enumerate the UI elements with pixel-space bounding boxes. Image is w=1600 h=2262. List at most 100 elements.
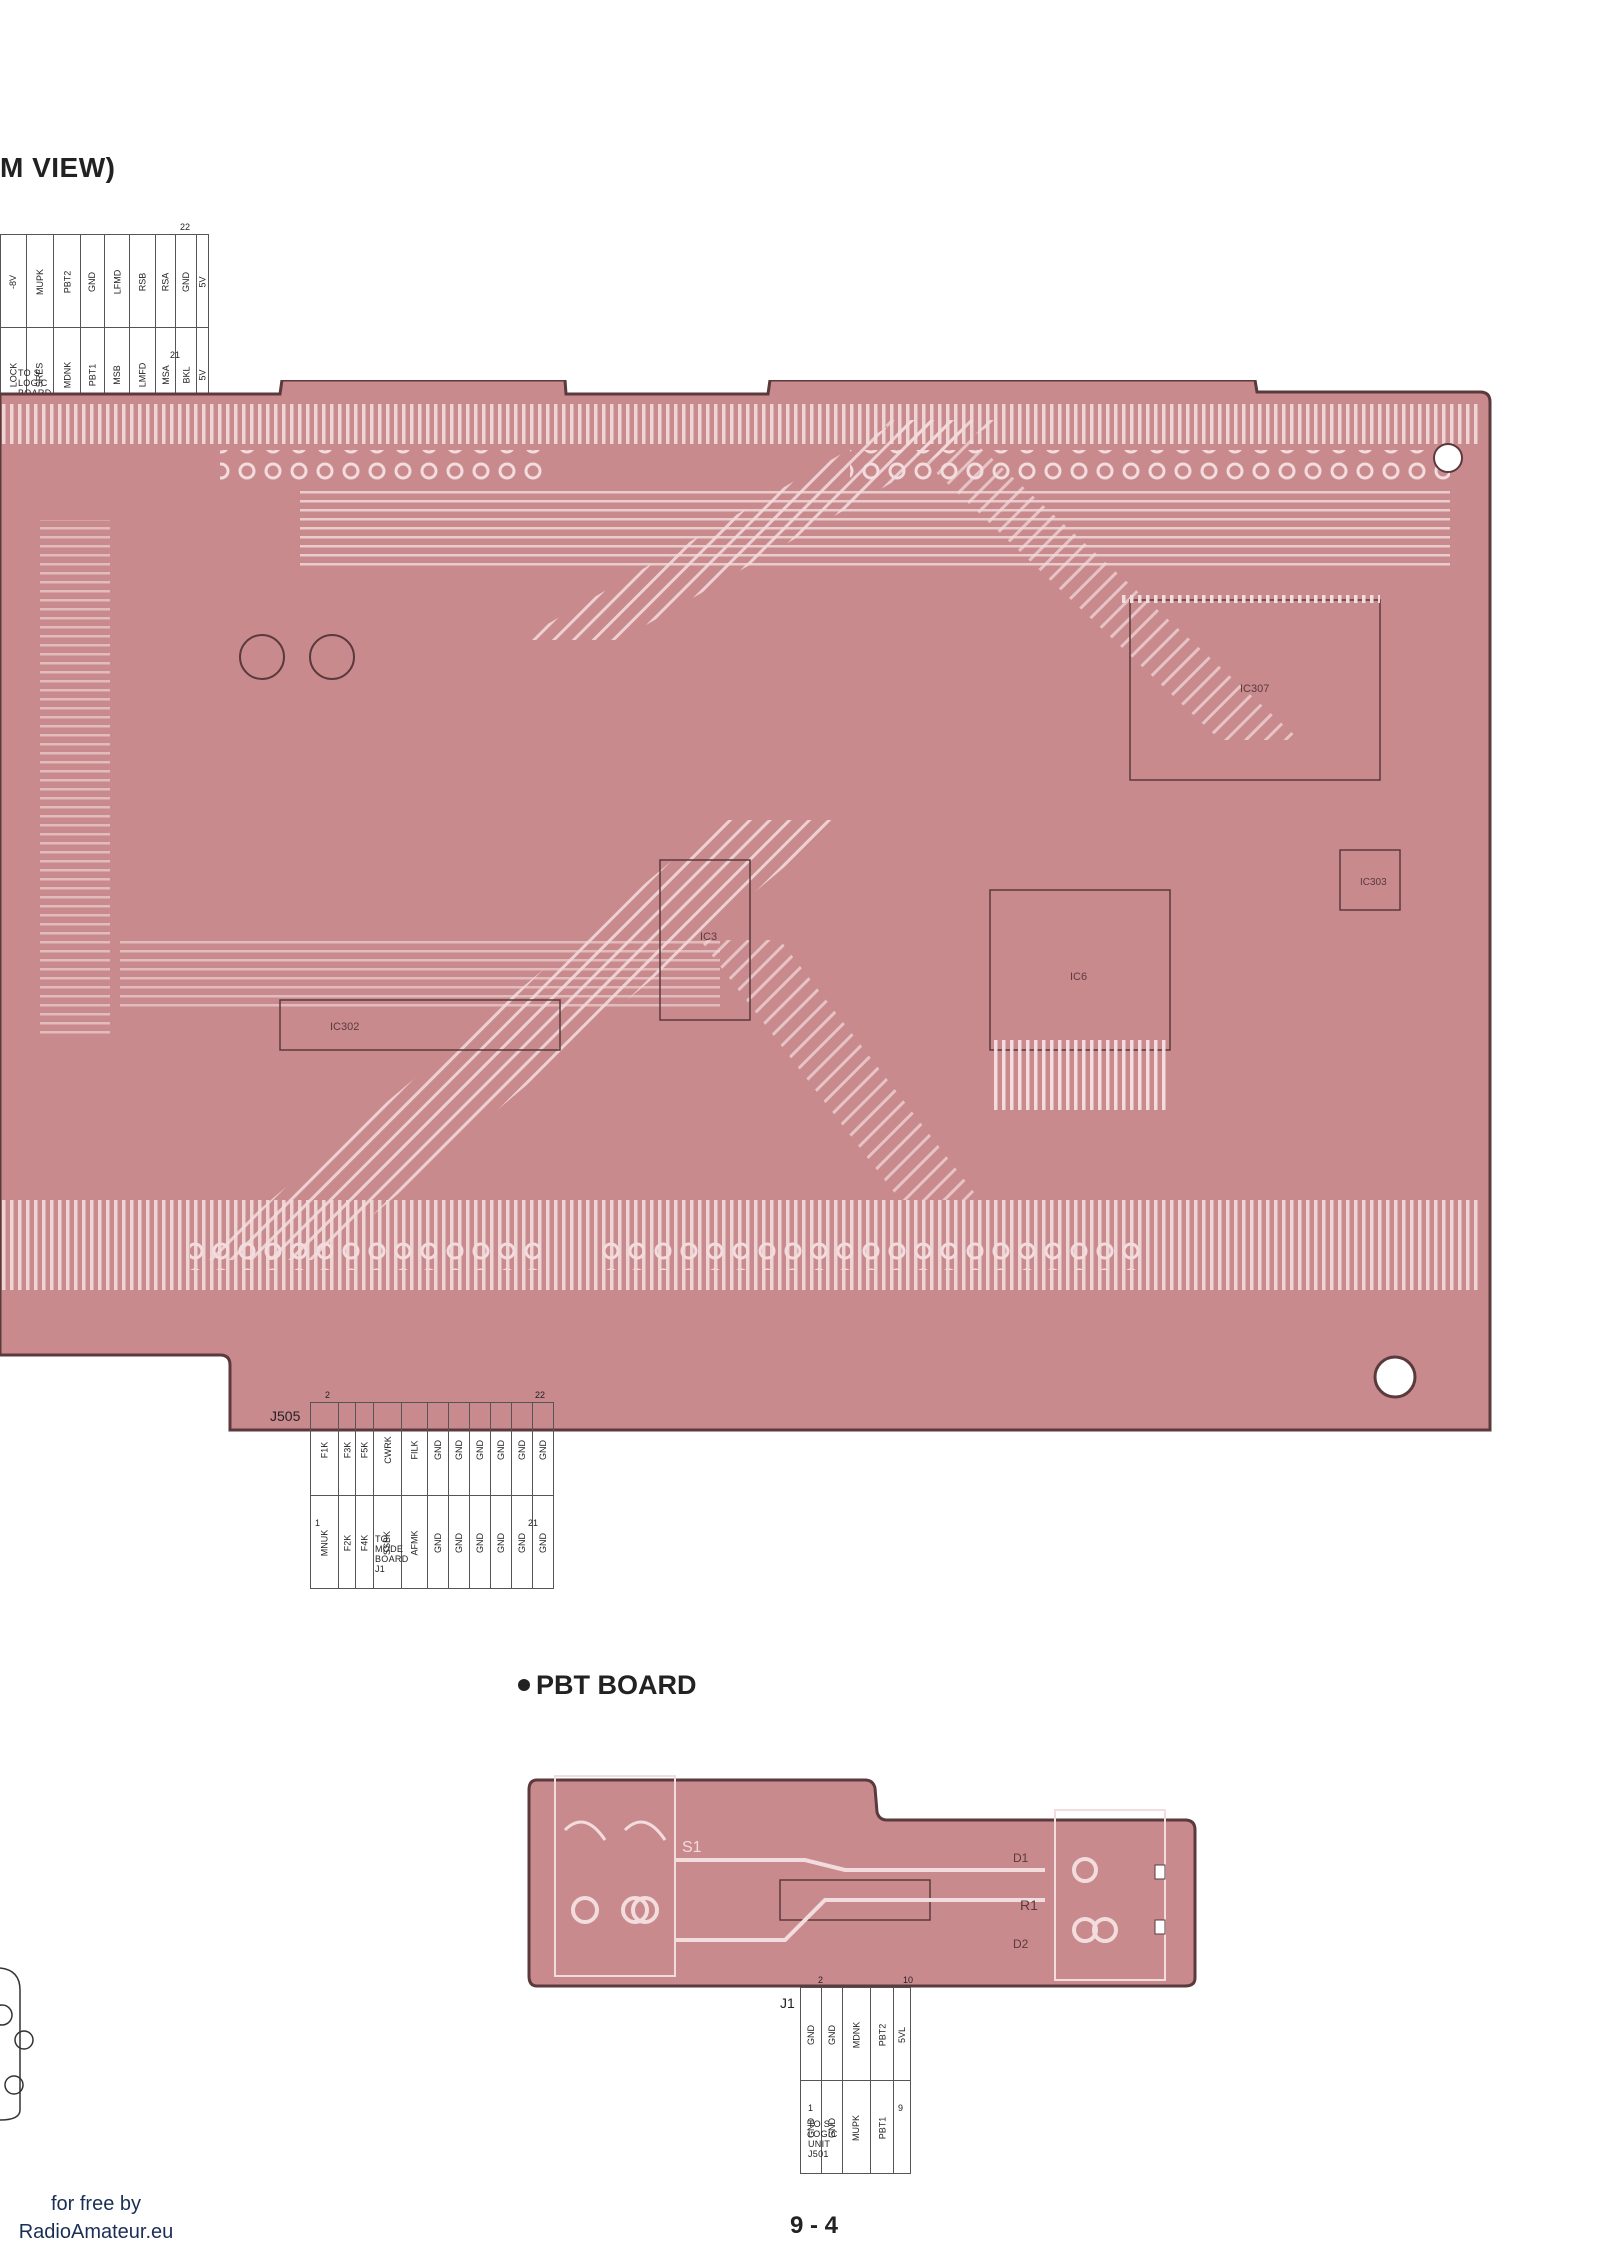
top-connector-top-pin-label: MUPK	[34, 268, 45, 296]
top-connector-top-pin-3: GND	[80, 234, 105, 328]
credit-line-1: for free by	[50, 2193, 142, 2215]
j505-top-pin-label: GND	[475, 1440, 486, 1460]
j505-bottom-pin-2: F4K	[355, 1495, 374, 1589]
j1-label: J1	[780, 1995, 795, 2011]
j1-top-pin-label: PBT2	[876, 2023, 887, 2047]
j1-top-pin-3: PBT2	[869, 1987, 895, 2081]
top-connector-top-pin-0: -8V	[0, 234, 27, 328]
pin-number-top: 22	[180, 222, 191, 232]
j1-pin-bottom-right: 9	[898, 2103, 904, 2113]
j505-caption: TO MODE BOARD J1	[375, 1534, 409, 1574]
j1-top-pin-2: MDNK	[842, 1987, 871, 2081]
j505-top-pin-3: CWRK	[372, 1402, 403, 1496]
j505-top-pin-label: GND	[433, 1440, 444, 1460]
top-connector-top-pin-label: -8V	[8, 274, 19, 290]
label-d2: D2	[1013, 1937, 1029, 1951]
j505-bottom-pin-3: SSBK	[372, 1495, 403, 1589]
j505-bottom-pin-7: GND	[469, 1495, 492, 1589]
top-connector-top-pin-label: LFMD	[111, 269, 122, 295]
j505-top-pin-10: GND	[532, 1402, 555, 1496]
pbt-board-title: PBT BOARD	[518, 1670, 697, 1701]
j505-pin-top-right: 22	[535, 1390, 546, 1400]
j505-bottom-pin-label: GND	[454, 1533, 465, 1553]
label-ic307: IC307	[1240, 683, 1269, 695]
top-connector-top-pin-5: RSB	[129, 234, 156, 328]
j1-bottom-pin-1: GND	[821, 2080, 843, 2174]
j505-top-pin-0: F1K	[310, 1402, 339, 1496]
j505-pin-bottom-left: 1	[315, 1518, 321, 1528]
j505-top-pin-label: FILK	[409, 1440, 420, 1460]
top-connector-top-pin-1: MUPK	[25, 234, 54, 328]
j505-pin-top-left: 2	[325, 1390, 331, 1400]
label-ic6: IC3	[700, 931, 717, 943]
j505-top-pin-label: GND	[538, 1440, 549, 1460]
j505-bottom-pin-label: AFMK	[409, 1530, 420, 1556]
credit-line-2: RadioAmateur.eu	[18, 2221, 174, 2243]
bullet-icon	[518, 1679, 530, 1691]
top-connector-top-pin-label: PBT2	[61, 270, 72, 294]
label-d1: D1	[1013, 1851, 1029, 1865]
j505-pin-bottom-right: 21	[528, 1518, 539, 1528]
top-connector-top-row: -8V MUPK PBT2 GND LFMD RSB RSA GND 5V	[0, 234, 210, 328]
j505-bottom-pin-5: GND	[427, 1495, 450, 1589]
j1-top-pin-label: 5VL	[897, 2026, 908, 2044]
top-connector-bottom-pin-label: 5V	[197, 369, 208, 381]
j505-top-pin-9: GND	[511, 1402, 534, 1496]
top-connector-top-pin-4: LFMD	[103, 234, 131, 328]
label-r1: R1	[1020, 1897, 1038, 1913]
pbt-board-outline	[527, 1778, 1197, 1988]
j1-pin-bottom-left: 1	[808, 2103, 814, 2113]
top-connector-top-pin-label: GND	[87, 272, 98, 292]
label-s1: S1	[682, 1839, 702, 1856]
j1-top-pin-label: GND	[827, 2025, 837, 2045]
j505-bottom-pin-10: GND	[532, 1495, 555, 1589]
j505-top-pin-7: GND	[469, 1402, 492, 1496]
pbt-pcb-board: S1 R1 D1 D2	[527, 1775, 1197, 1988]
j1-bottom-pin-2: MUPK	[842, 2080, 871, 2174]
j505-bottom-pin-label: GND	[538, 1533, 549, 1553]
j505-bottom-pin-label: F2K	[341, 1534, 352, 1552]
top-connector-top-pin-label: GND	[181, 272, 192, 292]
top-connector-top-pin-6: RSA	[154, 234, 177, 328]
j505-bottom-pin-8: GND	[490, 1495, 513, 1589]
page-number: 9 - 4	[790, 2212, 839, 2239]
j505-top-pin-1: F3K	[337, 1402, 357, 1496]
j505-bottom-pin-label: GND	[433, 1533, 444, 1553]
pin-number-bottom: 21	[170, 350, 181, 360]
j505-bottom-pin-label: GND	[496, 1533, 507, 1553]
partial-connector-drawing	[0, 1967, 34, 2121]
j505-top-pin-5: GND	[427, 1402, 450, 1496]
j1-top-pin-1: GND	[821, 1987, 843, 2081]
j505-bottom-pin-label: MNUK	[319, 1529, 330, 1557]
top-connector-top-pin-label: 5V	[197, 276, 208, 288]
j505-bottom-pin-label: F4K	[359, 1534, 370, 1552]
j505-bottom-pin-4: AFMK	[401, 1495, 429, 1589]
label-ic302: IC302	[330, 1021, 359, 1033]
j1-bottom-pin-4	[893, 2080, 912, 2174]
j505-top-pin-6: GND	[448, 1402, 471, 1496]
j505-top-pin-label: GND	[496, 1440, 507, 1460]
j1-pin-top-left: 2	[818, 1975, 824, 1985]
j505-top-pin-label: GND	[454, 1440, 465, 1460]
j505-bottom-pin-0: MNUK	[310, 1495, 339, 1589]
j1-pin-top-right: 10	[903, 1975, 914, 1985]
page-header-title: M VIEW)	[0, 152, 116, 183]
j505-top-pin-8: GND	[490, 1402, 513, 1496]
j505-top-pin-4: FILK	[401, 1402, 429, 1496]
pbt-board-title-text: PBT BOARD	[536, 1670, 697, 1700]
j1-top-pin-label: MDNK	[851, 2021, 862, 2049]
j505-top-pin-label: F1K	[319, 1441, 330, 1459]
j505-bottom-pin-9: GND	[511, 1495, 534, 1589]
j1-caption: TO S-LOGIC UNIT J501	[808, 2119, 838, 2159]
top-connector-top-pin-label: RSB	[137, 272, 148, 292]
j505-top-pin-2: F5K	[355, 1402, 374, 1496]
top-connector-top-pin-2: PBT2	[52, 234, 82, 328]
j1-bottom-pin-3: PBT1	[869, 2080, 895, 2174]
j1-top-pin-4: 5VL	[893, 1987, 912, 2081]
j505-bottom-pin-6: GND	[448, 1495, 471, 1589]
